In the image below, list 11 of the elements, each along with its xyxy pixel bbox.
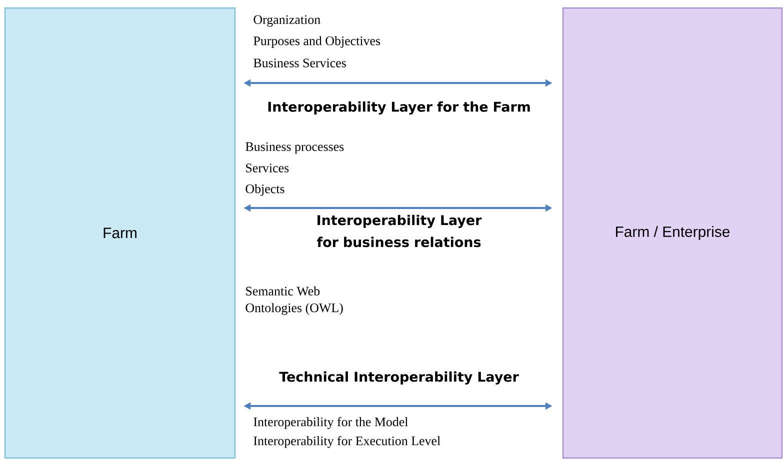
layer-item: Organization <box>254 15 320 27</box>
layer-item: Business Services <box>254 58 346 68</box>
layer-item: Interoperability for Execution Level <box>254 436 440 448</box>
layer-item: Interoperability for the Model <box>254 417 408 429</box>
edge-label: Interoperability Layer for the Farm <box>268 101 530 115</box>
entity-box: Farm / Enterprise <box>562 7 783 459</box>
entity-box: Farm <box>4 7 236 459</box>
layer-item: Purposes and Objectives <box>254 36 380 48</box>
layer-item: Objects <box>246 184 284 196</box>
edge-label: Interoperability Layer for business relations <box>317 214 482 248</box>
edge-label: Technical Interoperability Layer <box>279 371 519 385</box>
